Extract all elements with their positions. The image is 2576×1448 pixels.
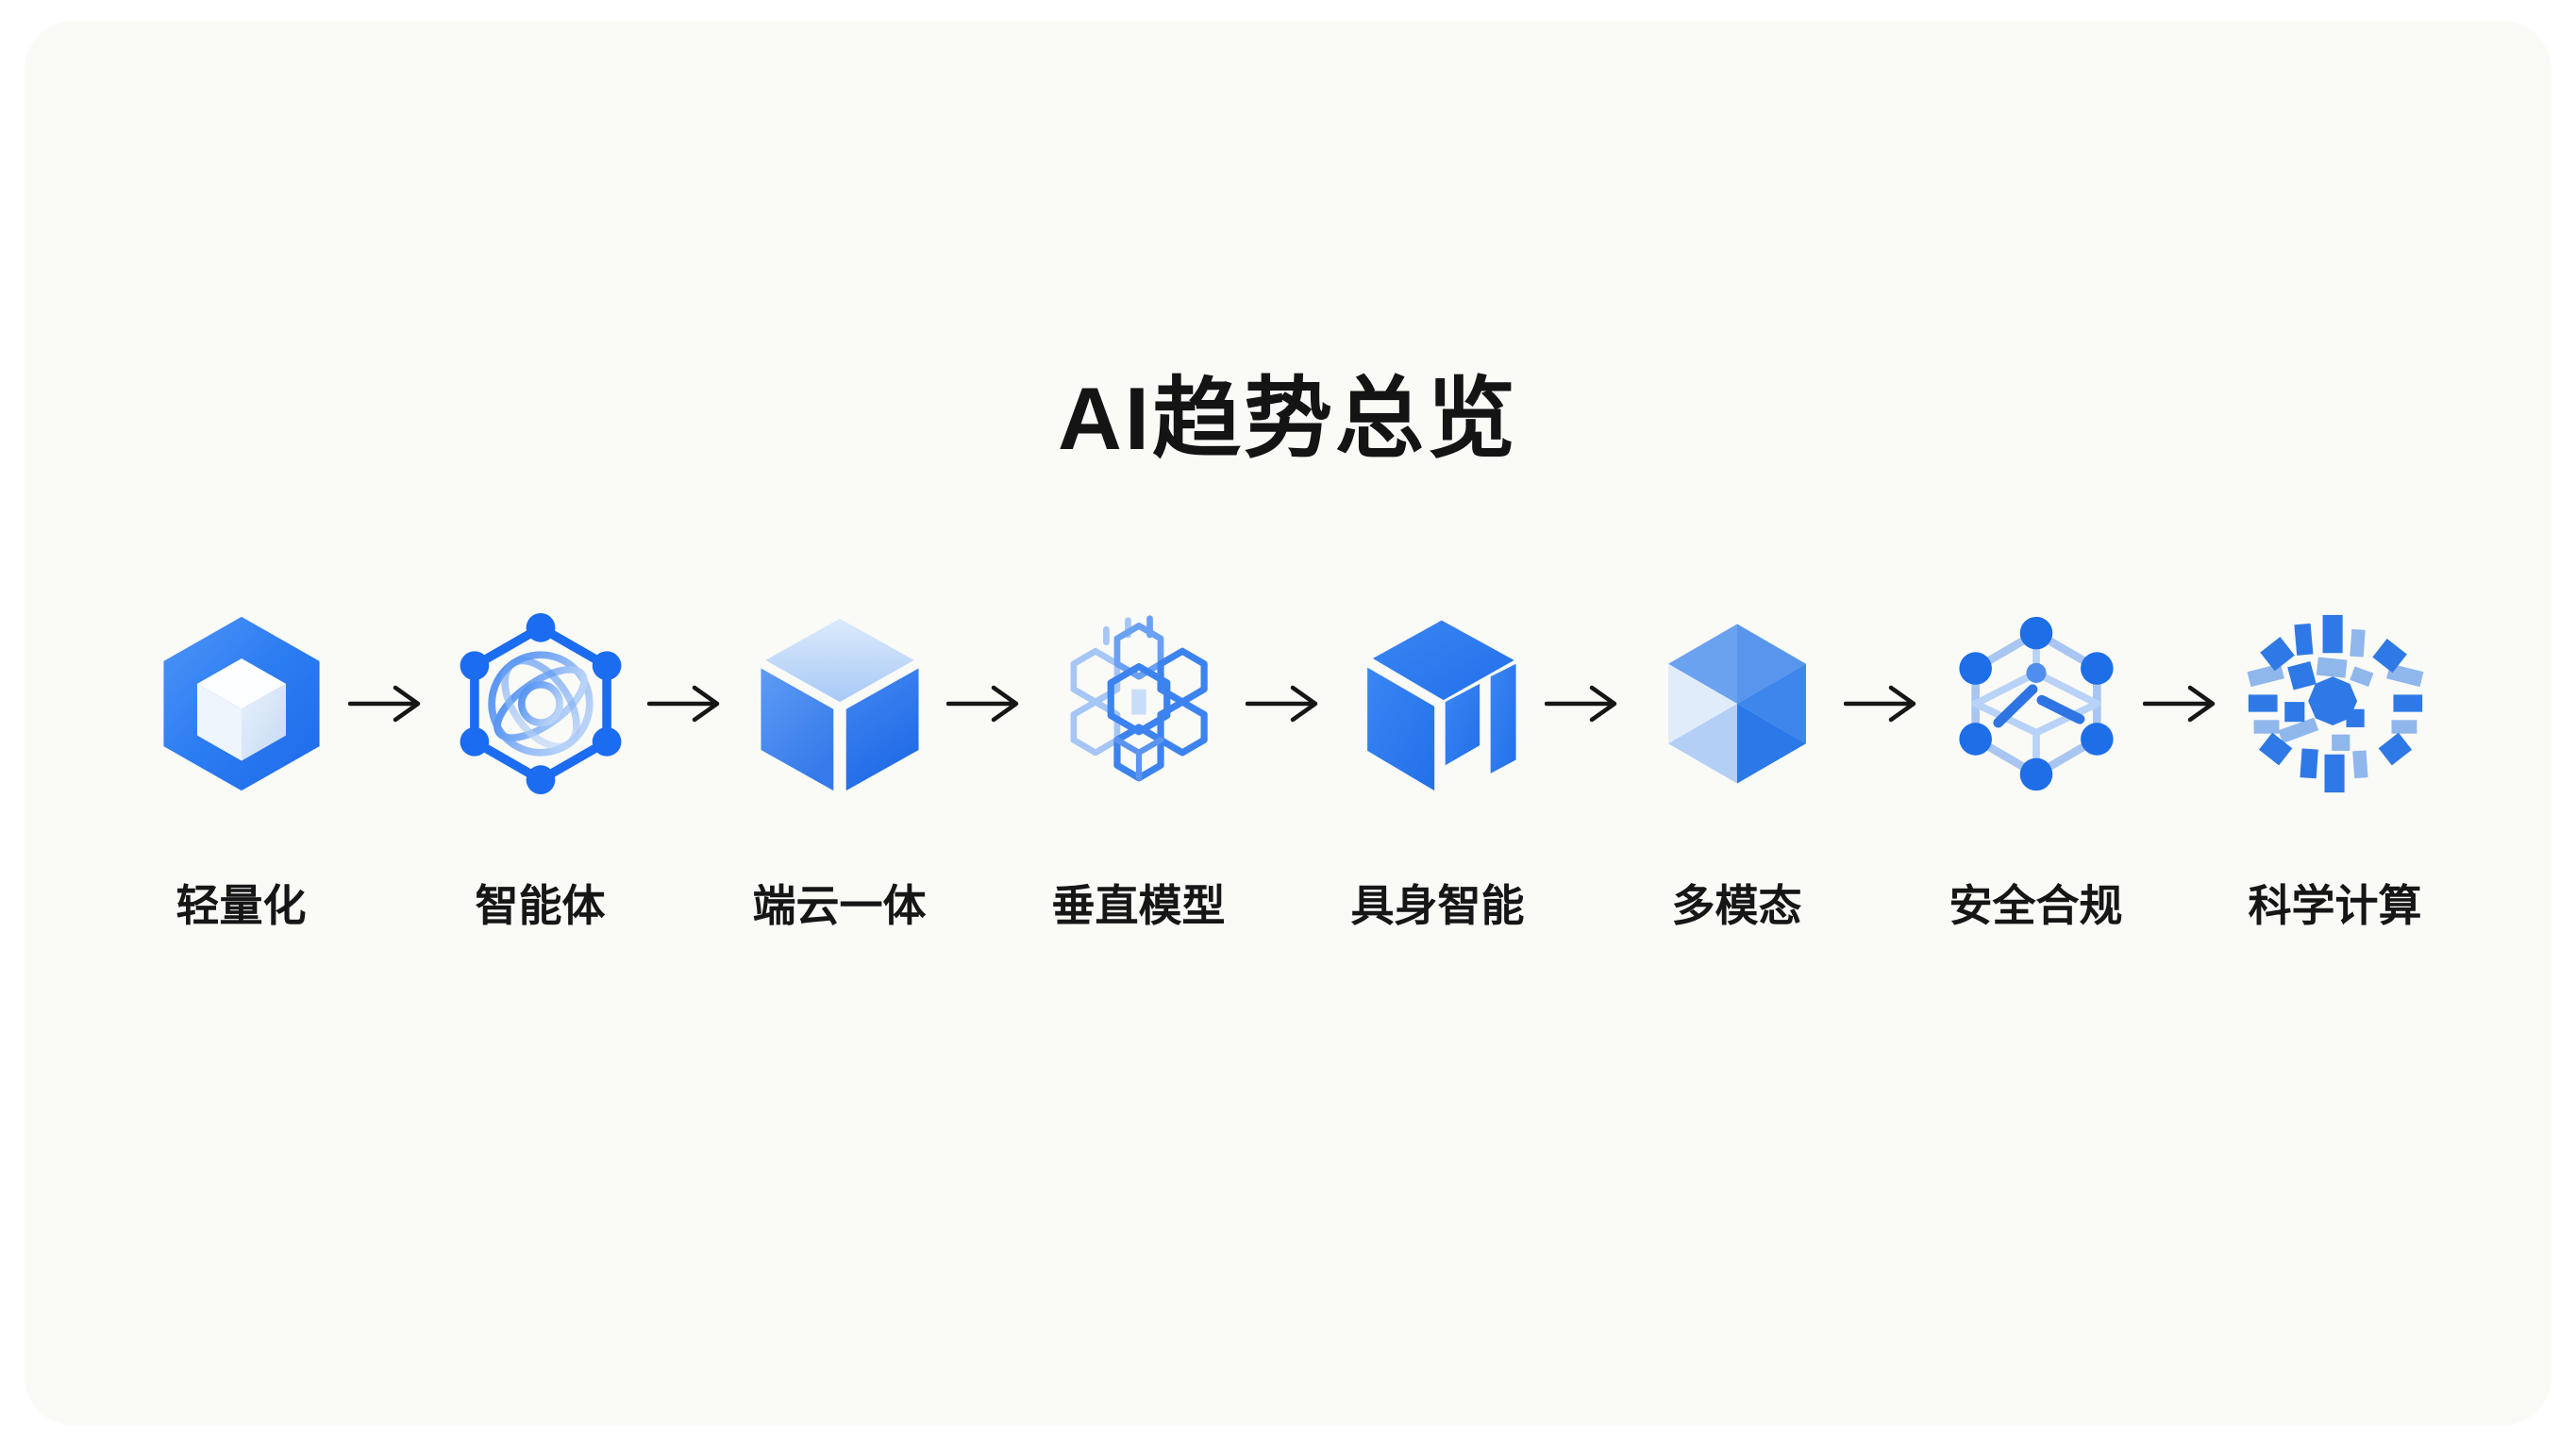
iso-cube-split-icon [749, 611, 930, 796]
node-network-cube-svg [1958, 616, 2114, 791]
segmented-cube-svg [1366, 620, 1516, 791]
arrow-right-icon [635, 683, 745, 724]
flow-label: 科学计算 [2248, 881, 2422, 930]
compute-burst-snowflake-svg [2247, 614, 2423, 793]
arrow-right-icon [934, 683, 1045, 724]
page-title: AI趋势总览 [1057, 369, 1518, 468]
flow-item-multimodal: 多模态 [1643, 611, 1832, 934]
page-background [25, 21, 2551, 1425]
agent-network-globe-svg [460, 613, 621, 794]
flow-item-embodied-ai: 具身智能 [1344, 611, 1532, 934]
hex-cluster-wireframe-svg [1070, 615, 1208, 782]
agent-network-globe-icon [450, 611, 631, 796]
flow-item-vertical-model: 垂直模型 [1045, 611, 1233, 934]
flow-label: 智能体 [475, 881, 606, 930]
faceted-cube-svg [1667, 624, 1806, 784]
arrow-right-icon [1832, 683, 1942, 724]
hex-frame-cube-icon [151, 611, 332, 796]
arrow-right-icon [2131, 683, 2241, 724]
hex-frame-cube-svg [162, 616, 320, 791]
flow-label: 多模态 [1671, 881, 1802, 930]
flow-label: 具身智能 [1350, 881, 1525, 930]
flow-label: 轻量化 [176, 881, 307, 930]
node-network-cube-icon [1946, 611, 2127, 796]
flow-label: 安全合规 [1949, 881, 2123, 930]
iso-cube-split-svg [760, 618, 919, 791]
flow-label: 端云一体 [752, 881, 927, 930]
flow-item-cloud-edge: 端云一体 [745, 611, 934, 934]
flow-label: 垂直模型 [1051, 881, 1226, 930]
arrow-right-icon [1233, 683, 1344, 724]
arrow-right-icon [1532, 683, 1643, 724]
compute-burst-snowflake-icon [2245, 611, 2426, 796]
segmented-cube-icon [1347, 611, 1529, 796]
flow-item-security-compliance: 安全合规 [1942, 611, 2131, 934]
flow-item-agent: 智能体 [446, 611, 635, 934]
faceted-cube-icon [1647, 611, 1828, 796]
arrow-right-icon [336, 683, 446, 724]
hex-cluster-wireframe-icon [1048, 611, 1229, 796]
trend-flow-row: 轻量化 [0, 611, 2576, 934]
flow-item-lightweight: 轻量化 [147, 611, 336, 934]
flow-item-scientific-computing: 科学计算 [2241, 611, 2430, 934]
